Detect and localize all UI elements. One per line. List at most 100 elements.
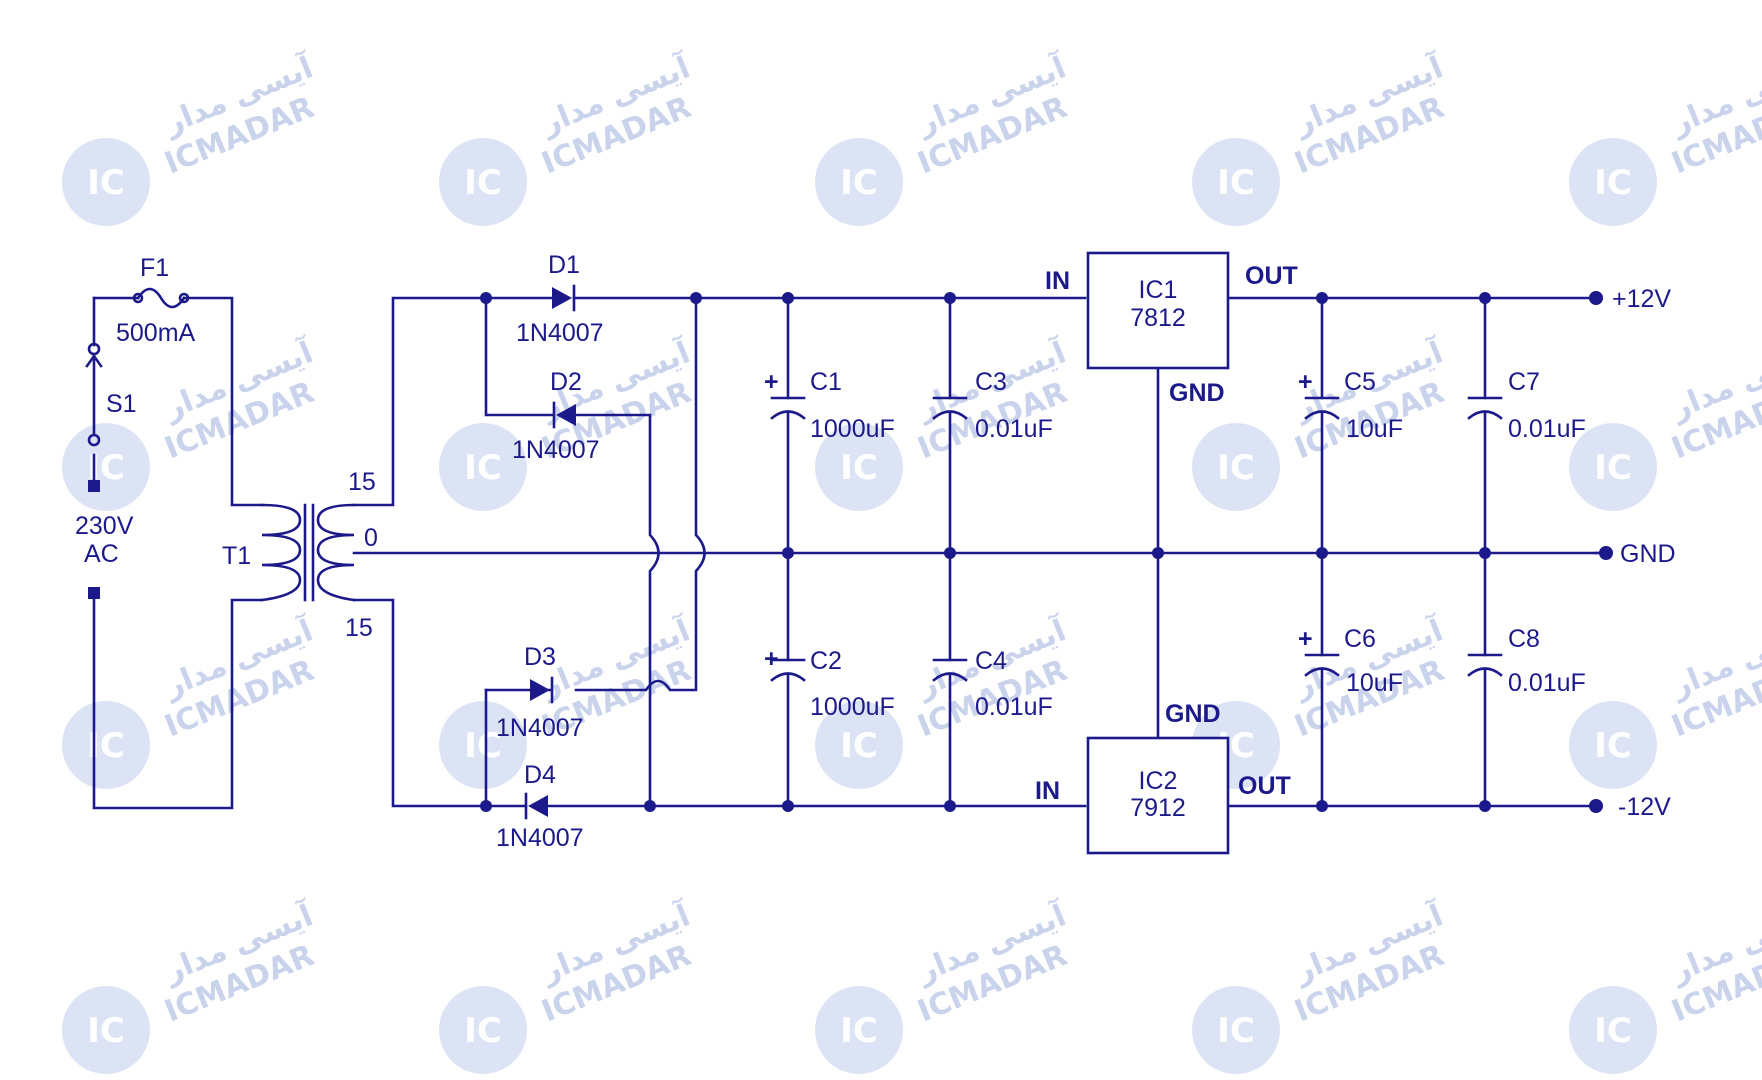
- ic2-ref: IC2: [1139, 767, 1178, 795]
- capacitor-c8: C8 0.01uF: [1467, 625, 1586, 697]
- tap-mid-label: 0: [364, 524, 378, 552]
- c4-value: 0.01uF: [975, 693, 1053, 721]
- capacitor-c2: + C2 1000uF: [764, 645, 895, 721]
- svg-text:IC: IC: [840, 448, 878, 488]
- ic2-in-label: IN: [1035, 777, 1060, 805]
- c2-ref: C2: [810, 647, 842, 675]
- d4-part: 1N4007: [496, 824, 584, 852]
- svg-text:IC: IC: [1594, 448, 1632, 488]
- output-neg-label: -12V: [1618, 793, 1671, 821]
- mains-type: AC: [84, 540, 119, 568]
- c5-ref: C5: [1344, 368, 1376, 396]
- ic2-part: 7912: [1130, 794, 1186, 822]
- c3-value: 0.01uF: [975, 415, 1053, 443]
- d2-ref: D2: [550, 368, 582, 396]
- transformer-ref: T1: [222, 542, 251, 570]
- capacitor-c3: C3 0.01uF: [932, 368, 1053, 443]
- output-terminals: +12V GND -12V: [1589, 285, 1676, 821]
- c3-ref: C3: [975, 368, 1007, 396]
- svg-text:IC: IC: [840, 1011, 878, 1051]
- diode-d2: D2 1N4007: [512, 368, 600, 464]
- d3-ref: D3: [524, 643, 556, 671]
- diode-d1: D1 1N4007: [516, 251, 604, 347]
- capacitor-c4: C4 0.01uF: [932, 647, 1053, 721]
- c1-ref: C1: [810, 368, 842, 396]
- d1-part: 1N4007: [516, 319, 604, 347]
- diode-d3: D3 1N4007: [496, 643, 584, 742]
- svg-text:IC: IC: [464, 448, 502, 488]
- c2-plus: +: [764, 645, 779, 673]
- svg-text:IC: IC: [87, 1011, 125, 1051]
- terminal-pos: [1589, 291, 1603, 305]
- c1-value: 1000uF: [810, 415, 895, 443]
- tap-top-label: 15: [348, 468, 376, 496]
- svg-text:IC: IC: [1217, 163, 1255, 203]
- fuse-value: 500mA: [116, 319, 196, 347]
- c5-plus: +: [1298, 368, 1313, 396]
- capacitor-c1: + C1 1000uF: [764, 368, 895, 443]
- diode-d4: D4 1N4007: [496, 761, 584, 852]
- c7-value: 0.01uF: [1508, 415, 1586, 443]
- svg-text:IC: IC: [464, 1011, 502, 1051]
- d1-ref: D1: [548, 251, 580, 279]
- regulator-ic2: IC2 7912 IN OUT GND: [1035, 700, 1291, 855]
- capacitor-c5: + C5 10uF: [1298, 368, 1403, 443]
- ic1-part: 7812: [1130, 304, 1186, 332]
- c1-plus: +: [764, 368, 779, 396]
- svg-text:IC: IC: [1594, 1011, 1632, 1051]
- c7-ref: C7: [1508, 368, 1540, 396]
- c6-ref: C6: [1344, 625, 1376, 653]
- switch-s1: S1: [85, 342, 137, 447]
- junctions: [480, 292, 1491, 812]
- ic1-out-label: OUT: [1245, 262, 1298, 290]
- wires: [92, 296, 1598, 810]
- switch-ref: S1: [106, 390, 137, 418]
- tap-bot-label: 15: [345, 614, 373, 642]
- output-pos-label: +12V: [1612, 285, 1671, 313]
- svg-text:IC: IC: [464, 163, 502, 203]
- ic2-out-label: OUT: [1238, 772, 1291, 800]
- c5-value: 10uF: [1346, 415, 1403, 443]
- c6-value: 10uF: [1346, 669, 1403, 697]
- c6-plus: +: [1298, 625, 1313, 653]
- d4-ref: D4: [524, 761, 556, 789]
- svg-text:IC: IC: [1594, 163, 1632, 203]
- svg-text:IC: IC: [1217, 448, 1255, 488]
- c8-ref: C8: [1508, 625, 1540, 653]
- d3-part: 1N4007: [496, 714, 584, 742]
- output-gnd-label: GND: [1620, 540, 1676, 568]
- c2-value: 1000uF: [810, 693, 895, 721]
- capacitor-c6: + C6 10uF: [1298, 625, 1403, 697]
- ic1-in-label: IN: [1045, 267, 1070, 295]
- svg-text:IC: IC: [840, 163, 878, 203]
- fuse-ref: F1: [140, 254, 169, 282]
- svg-text:IC: IC: [840, 726, 878, 766]
- mains-input: 230V AC: [75, 480, 134, 599]
- ic1-gnd-label: GND: [1169, 379, 1225, 407]
- svg-text:IC: IC: [464, 726, 502, 766]
- capacitor-c7: C7 0.01uF: [1467, 368, 1586, 443]
- fuse-f1: F1 500mA: [116, 254, 196, 347]
- ic2-gnd-label: GND: [1165, 700, 1221, 728]
- terminal-neg: [1589, 799, 1603, 813]
- regulator-ic1: IC1 7812 IN OUT GND: [1045, 251, 1298, 407]
